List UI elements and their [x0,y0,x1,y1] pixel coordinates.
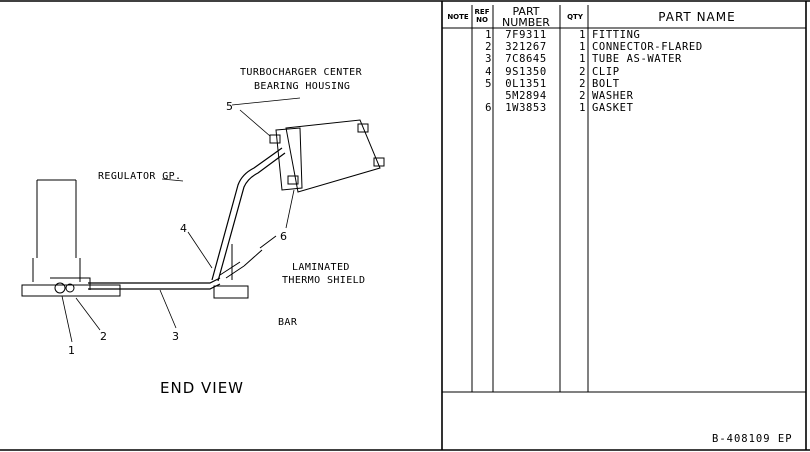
row-part-name: FITTING [592,29,641,41]
callout-1: 1 [68,344,75,357]
label-bar: BAR [278,317,298,328]
row-ref: 5 [485,77,492,90]
label-shield-line2: THERMO SHIELD [282,275,365,286]
label-turbo-line1: TURBOCHARGER CENTER [240,67,363,78]
row-part-name: CONNECTOR-FLARED [592,41,703,54]
table-row: 2 321267 1 CONNECTOR-FLARED [442,41,804,53]
label-regulator: REGULATOR GP. [98,171,181,182]
water-tube [88,147,286,290]
header-ref-line2: NO [476,16,488,24]
row-part-name: CLIP [592,65,620,78]
row-qty: 1 [579,53,586,66]
callout-4: 4 [180,222,187,235]
row-qty: 1 [579,102,586,115]
row-part-name: BOLT [592,77,620,90]
drawing-id: B-408109 EP [712,433,793,445]
row-qty: 2 [579,89,586,102]
header-ref-line1: REF [474,8,490,16]
row-ref: 1 [485,29,492,41]
view-title: END VIEW [160,379,244,397]
parts-list: 1 7F9311 1 FITTING 2 321267 1 CONNECTOR-… [442,29,804,114]
row-qty: 1 [579,29,586,41]
header-part-line1: PART [512,5,540,18]
table-grid [442,5,806,393]
row-part-number: 5M2894 [505,89,547,102]
header-part-name: PART NAME [658,10,736,24]
table-row: 5M2894 2 WASHER [442,90,804,102]
row-part-name: GASKET [592,102,634,115]
header-ref: REF NO [472,8,492,24]
header-part-number: PART NUMBER [494,6,558,28]
callout-3: 3 [172,330,179,343]
table-row: 6 1W3853 1 GASKET [442,102,804,114]
row-ref: 3 [485,53,492,66]
header-note: NOTE [447,13,469,21]
table-row: 1 7F9311 1 FITTING [442,29,804,41]
row-part-number: 7C8645 [505,53,547,66]
header-part-line2: NUMBER [502,16,550,29]
row-part-number: 0L1351 [505,77,547,90]
bar-assembly [213,235,277,299]
row-qty: 2 [579,77,586,90]
row-qty: 1 [579,41,586,54]
callout-5: 5 [226,100,233,113]
regulator-group [21,179,121,297]
label-shield-line1: LAMINATED [292,262,350,273]
row-ref: 6 [485,102,492,115]
callout-6: 6 [280,230,287,243]
table-row: 5 0L1351 2 BOLT [442,78,804,90]
row-part-number: 9S1350 [505,65,547,78]
row-ref: 2 [485,41,492,54]
table-row: 3 7C8645 1 TUBE AS-WATER [442,53,804,65]
row-part-number: 321267 [505,41,547,54]
row-part-name: WASHER [592,89,634,102]
row-part-number: 1W3853 [505,102,547,115]
callout-2: 2 [100,330,107,343]
row-ref: 4 [485,65,492,78]
leader-lines [61,97,301,343]
row-qty: 2 [579,65,586,78]
table-row: 4 9S1350 2 CLIP [442,66,804,78]
row-part-number: 7F9311 [505,29,547,41]
turbocharger-housing [269,119,385,193]
label-turbo-line2: BEARING HOUSING [254,81,350,92]
row-part-name: TUBE AS-WATER [592,53,682,66]
header-qty: QTY [567,13,583,21]
